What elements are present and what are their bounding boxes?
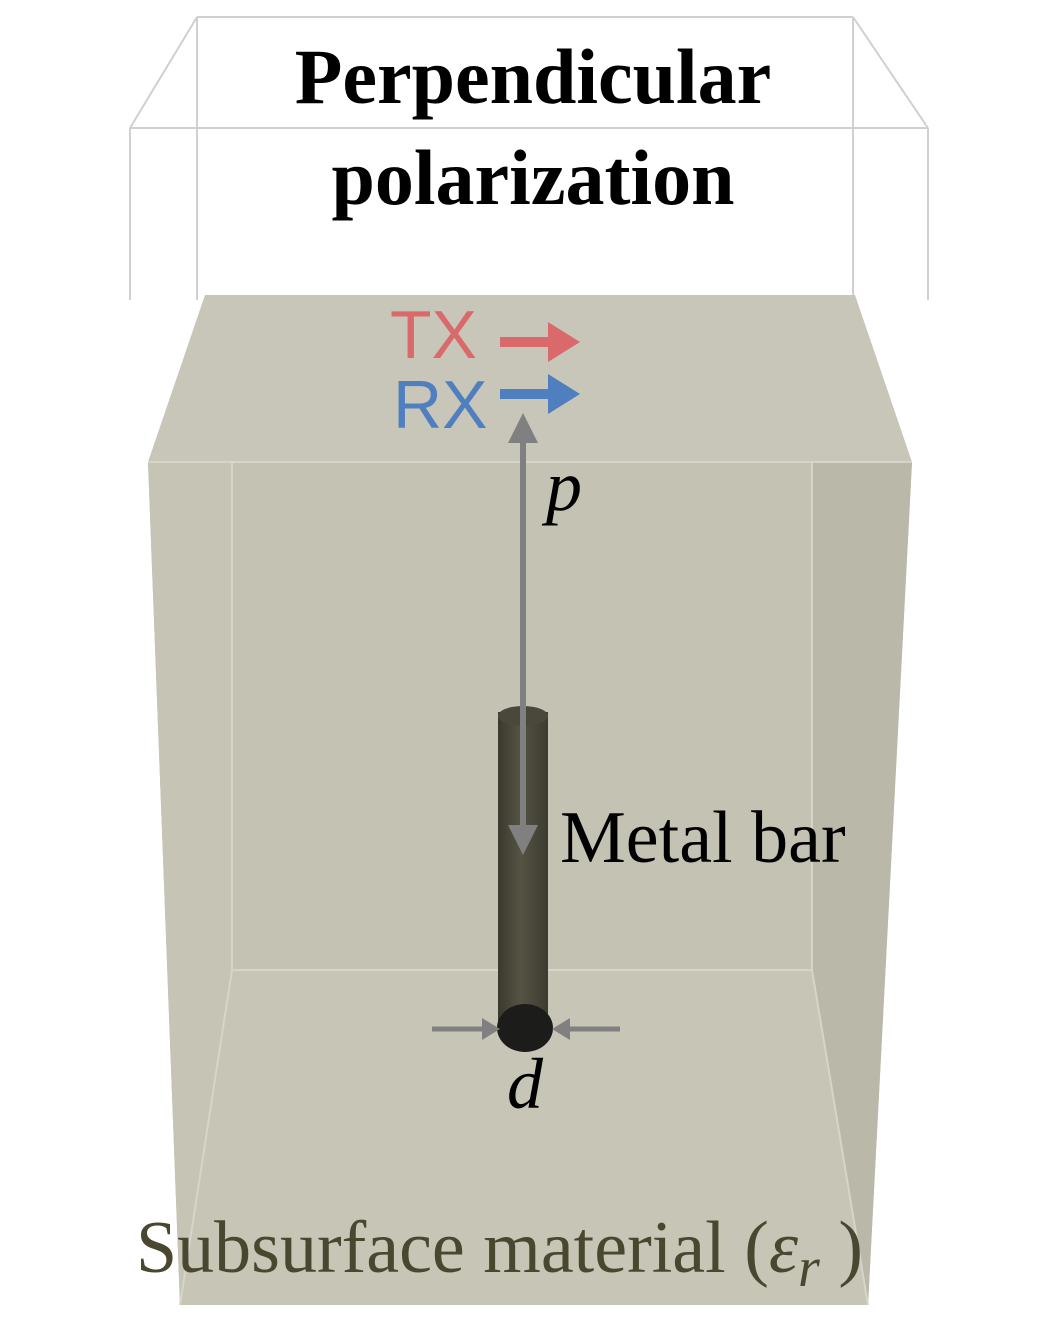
material-floor: [180, 970, 868, 1305]
permittivity-subscript: r: [798, 1237, 820, 1299]
box-wireframe: [129, 16, 929, 300]
permittivity-symbol: ε: [769, 1207, 799, 1289]
tx-arrow-icon: [500, 322, 580, 362]
title-line-2: polarization: [332, 134, 735, 221]
d-inward-arrows-icon: [432, 1018, 620, 1040]
rx-arrow-icon: [500, 374, 580, 414]
material-label-suffix: ): [820, 1207, 863, 1289]
metal-bar-label: Metal bar: [560, 797, 846, 879]
metal-bar: [497, 706, 553, 1052]
metal-bar-end-cap: [497, 1004, 553, 1052]
material-top-face: [148, 295, 912, 462]
material-right-face: [812, 462, 912, 1305]
title-line-1: Perpendicular: [295, 33, 772, 120]
subsurface-material-label: Subsurface material (εr ): [136, 1207, 863, 1299]
diameter-symbol-d: d: [507, 1044, 544, 1124]
distance-symbol-p: p: [541, 446, 582, 526]
tx-label: TX: [390, 297, 477, 373]
rx-label: RX: [393, 367, 487, 443]
material-label-prefix: Subsurface material (: [136, 1207, 769, 1289]
